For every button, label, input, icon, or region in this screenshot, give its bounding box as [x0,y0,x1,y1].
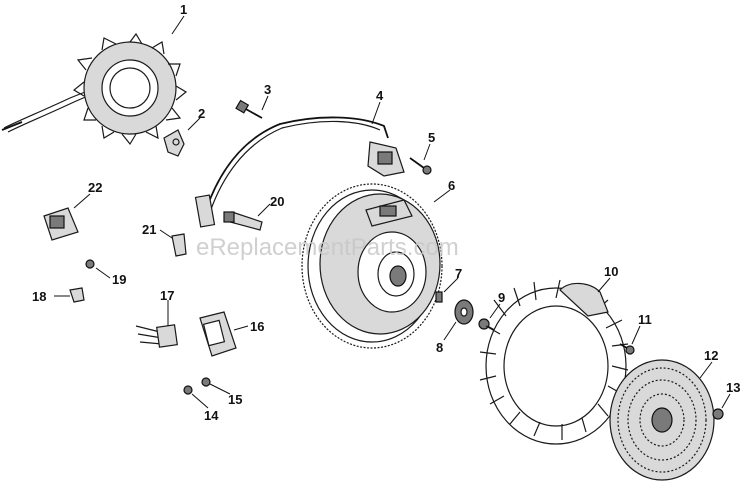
part-screw-14 [183,385,193,395]
part-key-7 [435,291,443,303]
part-washer-8 [454,299,474,325]
part-ignition-module [194,116,405,228]
callout-19: 19 [112,272,126,287]
callout-numbers: 1 2 3 4 5 6 7 8 9 10 11 12 13 14 15 16 1… [32,2,740,423]
callout-10: 10 [604,264,618,279]
callout-8: 8 [436,340,443,355]
callout-13: 13 [726,380,740,395]
part-cooling-fan [479,279,629,445]
callout-15: 15 [228,392,242,407]
part-nut-9 [478,318,495,331]
part-flywheel [301,183,443,349]
callout-14: 14 [204,408,219,423]
callout-12: 12 [704,348,718,363]
part-nut-13 [712,408,724,420]
callout-20: 20 [270,194,284,209]
callout-6: 6 [448,178,455,193]
callout-9: 9 [498,290,505,305]
callout-16: 16 [250,319,264,334]
part-stator [1,32,188,146]
callout-3: 3 [264,82,271,97]
callout-17: 17 [160,288,174,303]
part-washer-15 [201,377,211,387]
part-bracket-21 [171,233,187,257]
callout-2: 2 [198,106,205,121]
part-screw-3 [235,99,263,119]
watermark-text: eReplacementParts.com [196,234,459,261]
part-rectifier [199,311,237,357]
callout-7: 7 [455,266,462,281]
part-screw-11 [619,343,635,355]
part-spark-plug [223,211,263,231]
callout-22: 22 [88,180,102,195]
callout-1: 1 [180,2,187,17]
part-switch-22 [43,207,79,241]
part-nut-19 [85,259,95,269]
part-screw-5 [409,157,432,175]
callout-5: 5 [428,130,435,145]
callout-11: 11 [638,312,652,327]
callout-18: 18 [32,289,46,304]
callout-21: 21 [142,222,156,237]
leader-lines [54,15,731,409]
callout-4: 4 [376,88,384,103]
part-bracket-2 [163,129,185,157]
part-connector [135,324,178,348]
part-grille-screen [609,359,715,481]
part-clip-18 [69,287,85,303]
